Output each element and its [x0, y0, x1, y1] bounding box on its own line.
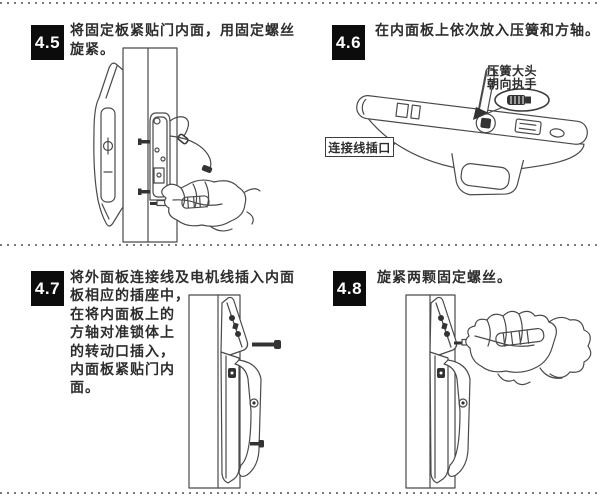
- step-4-7-illustration: [188, 294, 281, 489]
- fixing-plate-drawing: [138, 112, 171, 201]
- spring-callout-drawing: [482, 88, 550, 116]
- screwdriver-tip: [454, 341, 462, 345]
- step-4-5-text: 将固定板紧贴门内面，用固定螺丝 旋紧。: [70, 21, 295, 59]
- fixing-screw-left-top: [138, 138, 150, 145]
- step-4-5-text-line-2: 旋紧。: [70, 41, 115, 57]
- outer-panel-drawing: [93, 62, 124, 227]
- inner-panel-drawing: [356, 95, 588, 196]
- connector-sockets: [395, 102, 421, 120]
- step-4-8-illustration: [405, 294, 592, 489]
- step-4-7-text: 将外面板连接线及电机线插入内面 板相应的插座中， 在将内面板上的 方轴对准锁体上…: [70, 268, 295, 397]
- insert-arrowhead: [473, 107, 489, 120]
- step-4-5-badge: 4.5: [31, 25, 64, 60]
- spring-callout-text-line-2: 朝向执手: [486, 76, 537, 91]
- step-4-7-text-line-7: 面。: [70, 379, 100, 396]
- step-4-7-text-line-6: 内面板紧贴门内: [70, 361, 175, 378]
- step-4-7-text-line-1: 将外面板连接线及电机线插入内面: [70, 269, 295, 285]
- dotted-rule-top: [0, 2, 600, 4]
- step-4-7-text-line-3: 在将内面板上的: [70, 305, 175, 322]
- dotted-rule-middle: [0, 244, 600, 246]
- spring-icon: [507, 95, 531, 105]
- step-4-7-text-line-5: 的转动口插入，: [70, 342, 175, 359]
- screw-bottom-drawing: [250, 440, 264, 448]
- panel-stand-drawing: [451, 153, 525, 196]
- hand-screwdriver-drawing: [150, 179, 261, 232]
- step-4-6-illustration: [356, 67, 588, 196]
- inner-panel-drawing: [220, 296, 249, 484]
- wrist-sketch-lines: [497, 316, 592, 386]
- step-4-6-text: 在内面板上依次放入压簧和方轴。: [375, 21, 600, 40]
- handle-drawing: [443, 359, 471, 478]
- spring-callout-text: 压簧大头 朝向执手: [482, 65, 542, 90]
- step-4-6-text-line-1: 在内面板上依次放入压簧和方轴。: [375, 22, 600, 38]
- screwdriver-handle: [181, 195, 210, 209]
- inner-panel-drawing: [429, 296, 458, 484]
- step-4-8-text-line-1: 旋紧两颗固定螺丝。: [377, 269, 512, 285]
- step-4-5-illustration: [93, 47, 261, 243]
- hand-screwdriver-drawing: [454, 310, 592, 386]
- dotted-rule-bottom: [0, 492, 600, 494]
- finger-lines: [172, 181, 223, 208]
- step-4-7-badge: 4.7: [31, 271, 64, 306]
- finger-lines: [474, 313, 535, 347]
- wrist-sketch-lines: [209, 188, 261, 232]
- step-4-7-text-line-2: 板相应的插座中，: [70, 287, 190, 304]
- fixing-screw-left-bottom: [138, 188, 150, 195]
- step-4-6-badge: 4.6: [332, 25, 365, 60]
- screwdriver-tip: [150, 202, 157, 205]
- cable-drawing: [169, 116, 213, 173]
- handle-drawing: [234, 359, 262, 478]
- screw-top-drawing: [252, 340, 281, 349]
- step-4-5-text-line-1: 将固定板紧贴门内面，用固定螺丝: [70, 22, 295, 38]
- square-shaft-hole: [480, 117, 492, 129]
- step-4-8-text: 旋紧两颗固定螺丝。: [377, 268, 512, 287]
- screwdriver-handle: [495, 327, 545, 347]
- connector-socket-label: 连接线插口: [325, 137, 394, 157]
- step-4-8-badge: 4.8: [333, 271, 366, 306]
- spring-callout-text-line-1: 压簧大头: [486, 64, 537, 78]
- step-4-7-text-line-4: 方轴对准锁体上: [70, 324, 175, 341]
